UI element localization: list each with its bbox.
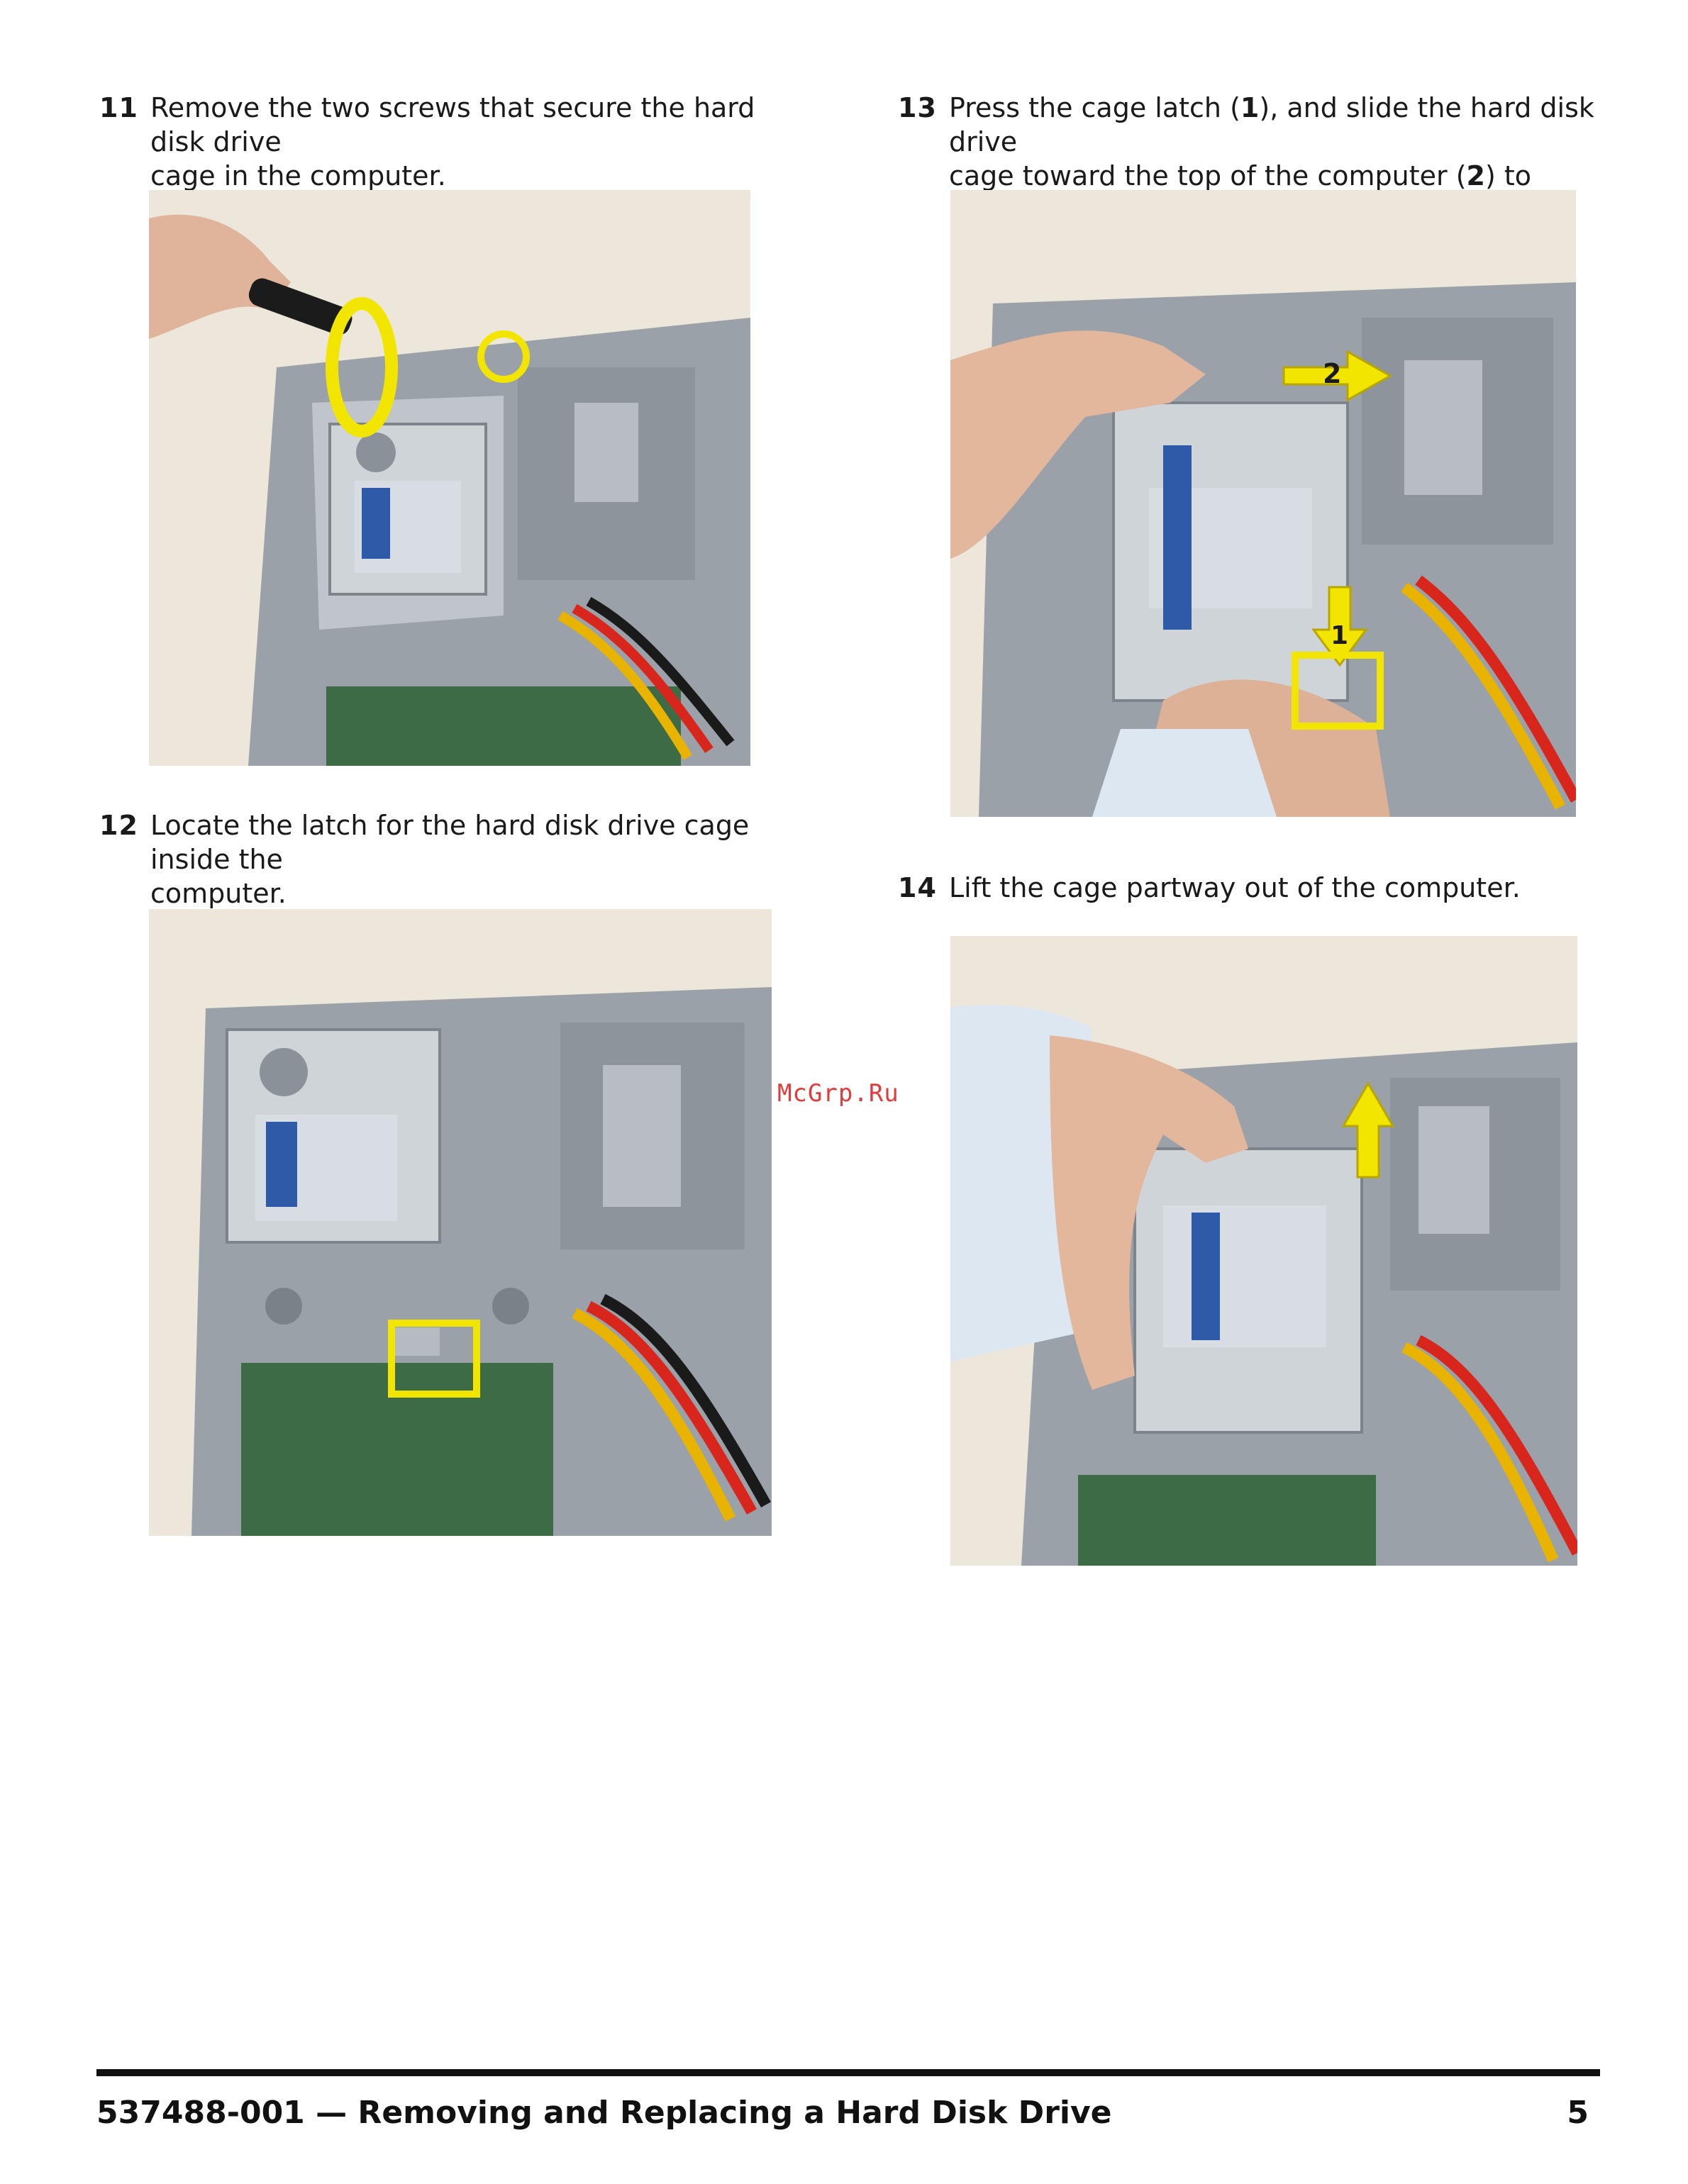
step-13-photo: 2 1 bbox=[950, 190, 1576, 817]
callout-1-ref: 1 bbox=[1240, 92, 1260, 123]
step-number: 13 bbox=[898, 92, 937, 123]
page-number: 5 bbox=[1567, 2095, 1589, 2131]
step-number: 12 bbox=[99, 810, 138, 841]
step-number: 14 bbox=[898, 872, 937, 903]
watermark: McGrp.Ru bbox=[777, 1079, 899, 1108]
step-text: Locate the latch for the hard disk drive… bbox=[150, 810, 750, 909]
step-14-photo bbox=[950, 936, 1577, 1566]
callout-2: 2 bbox=[1323, 358, 1341, 389]
footer-rule bbox=[96, 2069, 1600, 2076]
step-text: Remove the two screws that secure the ha… bbox=[150, 92, 755, 191]
step-number: 11 bbox=[99, 92, 138, 123]
callout-2-ref: 2 bbox=[1466, 160, 1485, 191]
step-11-photo bbox=[149, 190, 750, 766]
step-12-photo bbox=[149, 909, 772, 1536]
footer-title: 537488-001 — Removing and Replacing a Ha… bbox=[96, 2095, 1112, 2131]
step-text: Lift the cage partway out of the compute… bbox=[949, 872, 1521, 903]
callout-1: 1 bbox=[1331, 621, 1348, 650]
